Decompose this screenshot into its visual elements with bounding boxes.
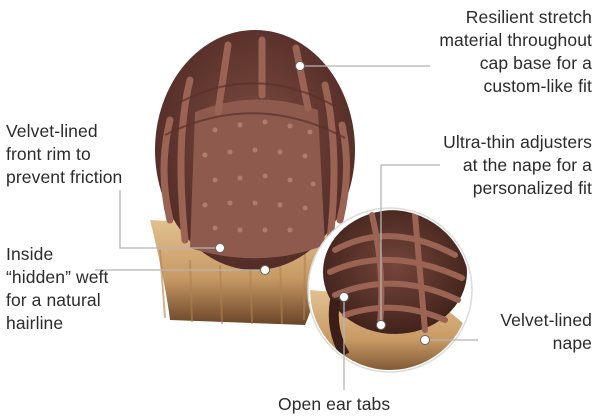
- callout-front-rim: Velvet-lined front rim to prevent fricti…: [6, 121, 123, 187]
- main-wig-cap: [155, 30, 355, 270]
- callout-nape: Velvet-lined nape: [500, 310, 592, 353]
- callout-ear-tabs: Open ear tabs: [278, 394, 391, 414]
- nape-inset: [307, 207, 473, 373]
- leader-front-rim: [119, 190, 220, 249]
- leader-lines: [95, 65, 478, 390]
- leader-dots: [215, 61, 430, 345]
- leader-adjusters: [380, 164, 440, 325]
- callout-adjusters: Ultra-thin adjusters at the nape for a p…: [443, 132, 592, 198]
- callout-weft: Inside “hidden” weft for a natural hairl…: [6, 244, 109, 333]
- callout-resilient: Resilient stretch material throughout ca…: [439, 7, 592, 96]
